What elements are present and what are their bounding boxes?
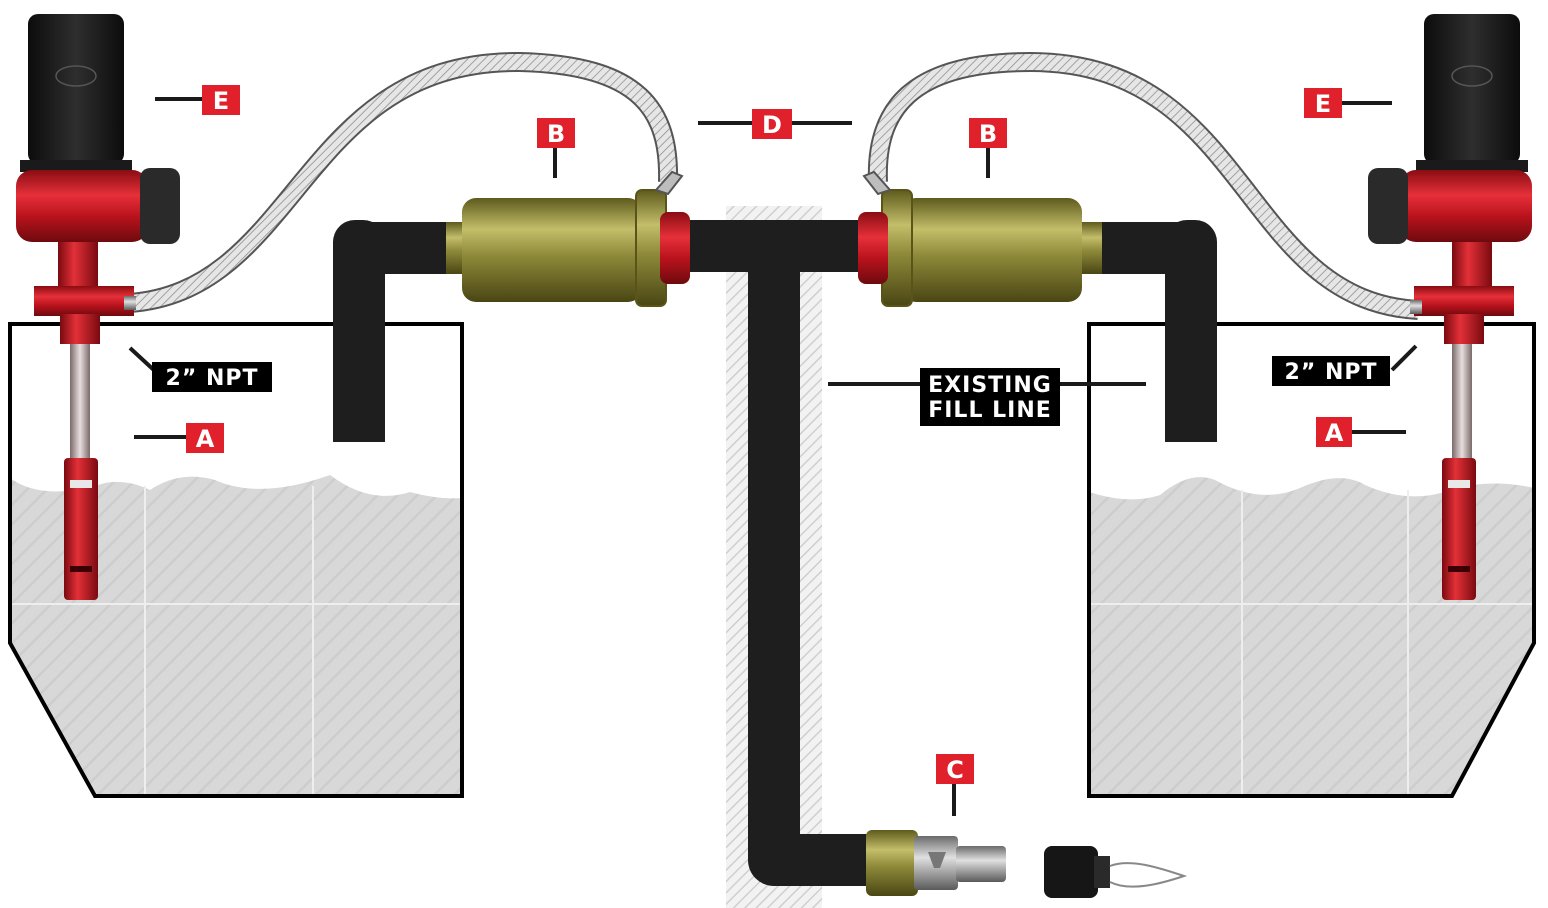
label-a-right: A (1316, 417, 1352, 447)
label-e-left: E (202, 85, 240, 115)
svg-text:EXISTING: EXISTING (928, 373, 1052, 398)
label-e-right: E (1304, 88, 1342, 118)
label-b-left: B (537, 118, 575, 148)
label-existing-fill-line: EXISTING FILL LINE (920, 368, 1060, 426)
filter-right (858, 170, 1102, 307)
svg-text:C: C (946, 756, 964, 784)
hose-right (867, 51, 1419, 320)
svg-text:2” NPT: 2” NPT (1285, 360, 1378, 385)
svg-text:A: A (196, 425, 215, 453)
filter-left (446, 170, 690, 307)
fill-pipes (333, 220, 1217, 886)
svg-text:B: B (979, 120, 997, 148)
valve-right (1368, 14, 1532, 600)
label-c: C (936, 754, 974, 784)
svg-text:D: D (762, 111, 782, 139)
svg-text:A: A (1325, 419, 1344, 447)
left-tank (8, 322, 464, 798)
coupler-c (866, 830, 1188, 898)
svg-text:B: B (547, 120, 565, 148)
svg-text:FILL LINE: FILL LINE (928, 398, 1052, 423)
leader-lines (128, 97, 1418, 816)
hose-left (129, 51, 679, 313)
svg-text:E: E (213, 87, 229, 115)
label-npt-left: 2” NPT (152, 362, 272, 392)
label-npt-right: 2” NPT (1272, 356, 1390, 386)
svg-text:2” NPT: 2” NPT (166, 366, 259, 391)
label-d: D (752, 109, 792, 139)
label-a-left: A (186, 423, 224, 453)
svg-text:E: E (1315, 90, 1331, 118)
valve-left (16, 14, 180, 600)
label-b-right: B (969, 118, 1007, 148)
